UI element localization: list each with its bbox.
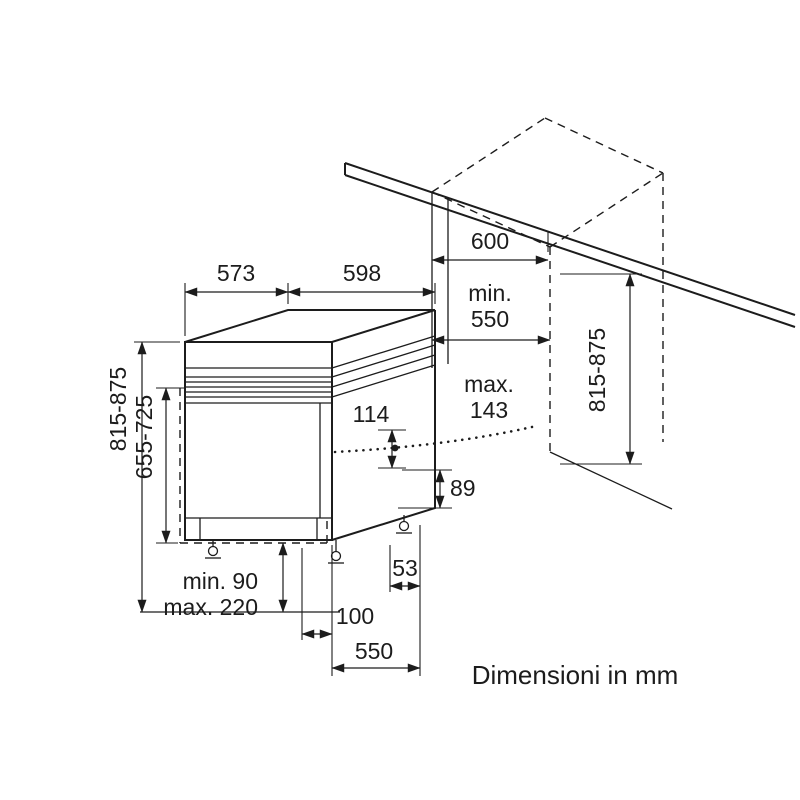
dim-label-niche-depth-min: min. [468,280,511,306]
dim-label-furniture-door-height: 655-725 [131,395,157,479]
dim-label-top-width: 598 [343,260,381,286]
dim-label-top-depth: 573 [217,260,255,286]
dim-label-niche-depth-value: 550 [471,306,509,332]
niche-dashed-outline [431,117,664,452]
floor-edge-right [549,451,673,510]
dimension-labels: 573 598 600 min. 550 815-875 655-725 114… [105,228,678,690]
dishwasher-details [185,335,436,540]
dim-label-plinth-max: max. 220 [163,594,258,620]
dimension-lines [137,255,635,673]
dim-label-door-projection-value: 143 [470,397,508,423]
dim-label-plinth-min: min. 90 [183,568,258,594]
furniture-door-dashed [179,388,328,544]
dim-label-worktop-depth: 600 [471,228,509,254]
dim-label-base-depth: 550 [355,638,393,664]
dim-label-back-foot-offset: 53 [392,555,418,581]
dishwasher-outline [184,309,436,541]
dim-label-base-back-height: 89 [450,475,476,501]
adjustable-feet [205,515,412,564]
dim-label-plinth-recess: 100 [336,603,374,629]
dim-label-appliance-height: 815-875 [105,367,131,451]
door-swing-arc [333,425,534,454]
dim-label-door-projection-max: max. [464,371,514,397]
worktop-edge [344,162,796,328]
diagram-caption: Dimensioni in mm [472,660,679,690]
dim-label-niche-height: 815-875 [584,328,610,412]
dim-label-door-offset: 114 [353,401,390,427]
